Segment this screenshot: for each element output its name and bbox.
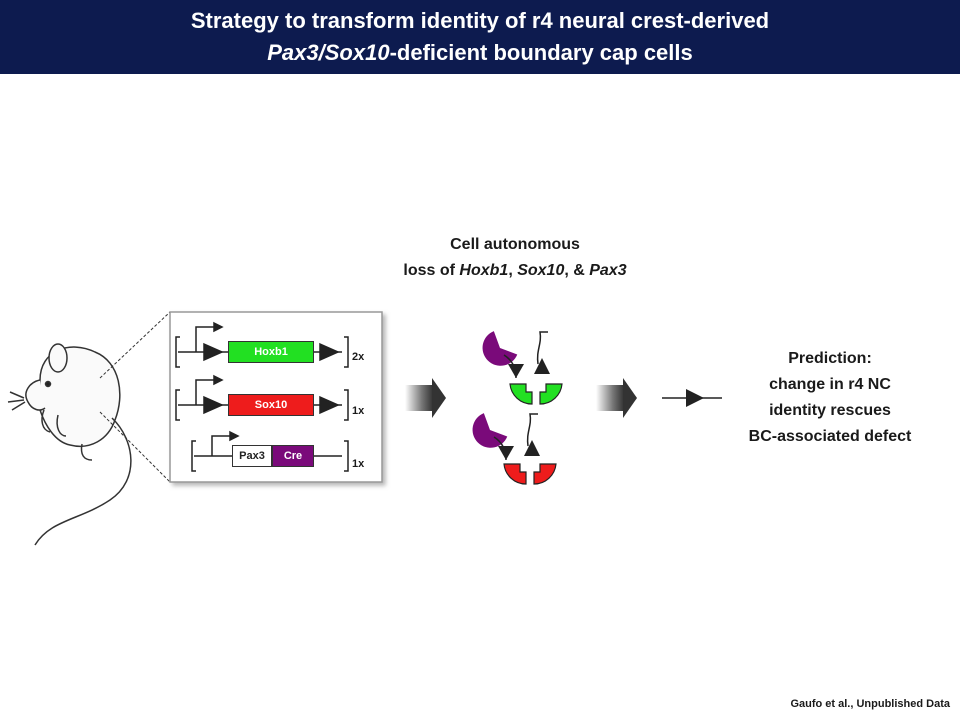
copy-number-sox10: 1x [352, 405, 365, 417]
title-line-2-rest: -deficient boundary cap cells [389, 40, 693, 65]
prediction-text: Prediction: change in r4 NC identity res… [720, 346, 940, 450]
prediction-line-1: Prediction: [788, 350, 872, 367]
loss-caption-gene-1: Hoxb1 [459, 262, 509, 279]
prediction-line-4: BC-associated defect [748, 428, 912, 445]
cell-complex-red [472, 413, 557, 485]
gene-box-hoxb1: Hoxb1 [228, 341, 314, 363]
loss-caption-line-1: Cell autonomous [450, 236, 580, 253]
gene-box-pax3: Pax3 [232, 445, 272, 467]
prediction-line-3: identity rescues [769, 402, 891, 419]
flow-arrow-1 [405, 378, 446, 418]
cell-complex-green [482, 331, 563, 405]
copy-number-hoxb1: 2x [352, 351, 365, 363]
title-line-1: Strategy to transform identity of r4 neu… [190, 8, 770, 33]
copy-number-pax3-cre: 1x [352, 458, 365, 470]
mouse-icon [7, 343, 132, 546]
inhibition-arrow [662, 389, 722, 407]
prediction-line-2: change in r4 NC [769, 376, 891, 393]
loss-caption-gene-3: Pax3 [589, 262, 627, 279]
title-italic-genes: Pax3/Sox10 [267, 40, 390, 65]
loss-caption-line-2: loss of Hoxb1, Sox10, & Pax3 [330, 262, 700, 280]
loss-caption-sep-1: , [508, 262, 518, 279]
credit-text: Gaufo et al., Unpublished Data [790, 698, 950, 710]
loss-caption-prefix: loss of [403, 262, 460, 279]
zoom-line-bottom [99, 411, 171, 483]
title-line-2: Pax3/Sox10-deficient boundary cap cells [0, 38, 960, 68]
loss-caption-gene-2: Sox10 [517, 262, 565, 279]
gene-box-sox10: Sox10 [228, 394, 314, 416]
zoom-line-top [99, 311, 171, 379]
flow-arrow-2 [596, 378, 637, 418]
title-banner: Strategy to transform identity of r4 neu… [0, 0, 960, 74]
loss-caption-sep-2: , & [564, 262, 590, 279]
gene-box-cre: Cre [272, 445, 314, 467]
